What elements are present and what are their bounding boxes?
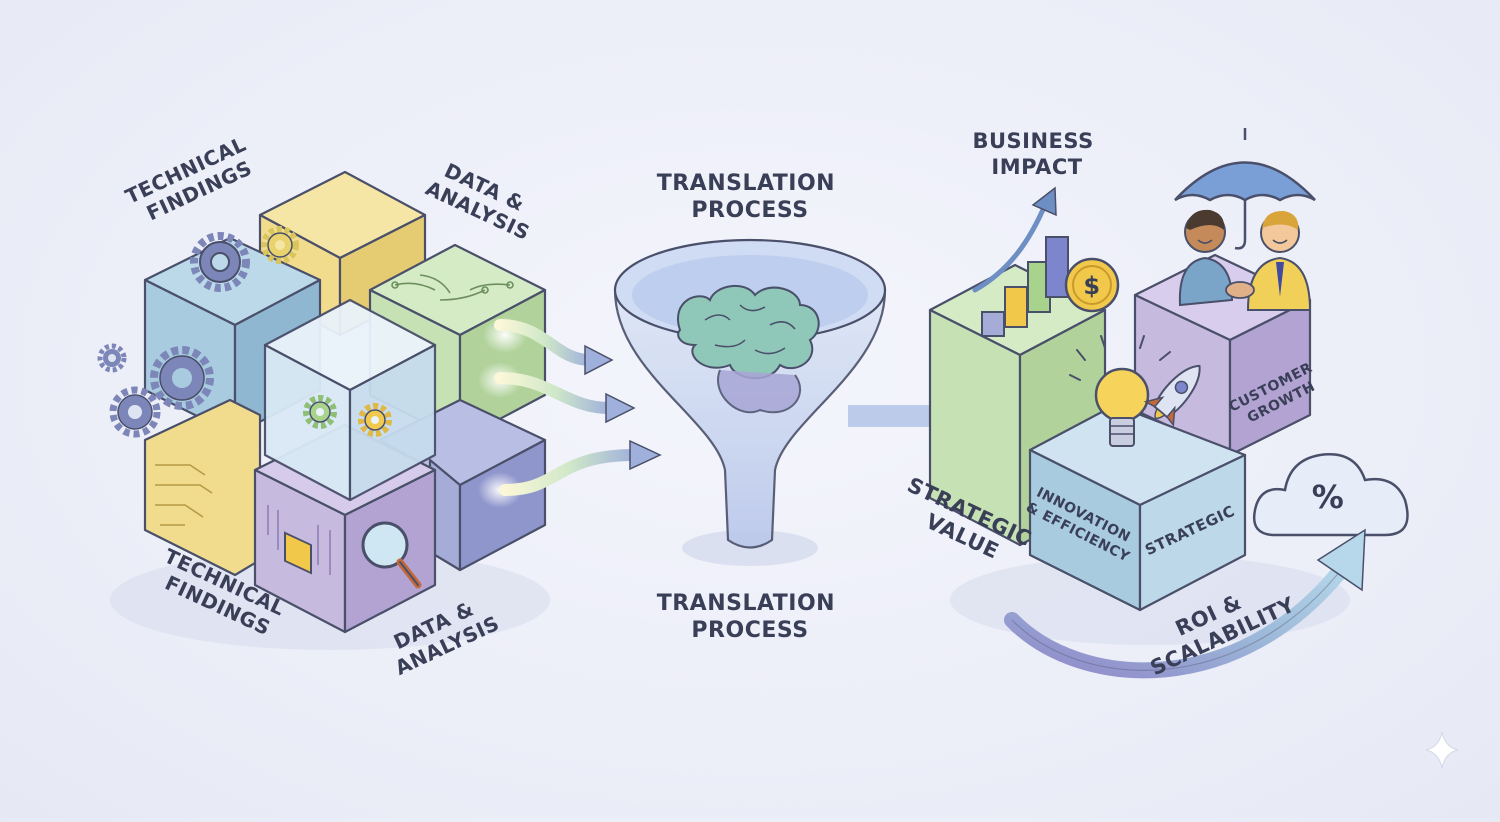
coin-symbol: $ xyxy=(1083,272,1100,300)
handshake-icon xyxy=(1225,281,1255,299)
cloud-icon: % xyxy=(1252,453,1409,537)
cube-yellow-circuit xyxy=(143,398,262,577)
sparkle-icon xyxy=(1425,731,1459,769)
roi-growth-arrow xyxy=(1004,528,1366,679)
brain-icon xyxy=(677,284,820,414)
label-translation-bottom: TRANSLATION PROCESS xyxy=(657,591,844,643)
gear-icon xyxy=(190,232,250,292)
translation-funnel xyxy=(613,238,887,566)
rocket-icon xyxy=(1143,364,1201,427)
person-right-icon xyxy=(1246,210,1312,311)
label-technical-findings-top: TECHNICAL FINDINGS xyxy=(122,129,267,231)
label-translation-top: TRANSLATION PROCESS xyxy=(657,171,844,223)
input-arrows xyxy=(478,317,662,508)
coin-icon: $ xyxy=(1064,257,1120,313)
cube-innovation xyxy=(1028,403,1247,612)
trend-arrow-icon xyxy=(972,186,1057,293)
cube-glass-center xyxy=(263,298,437,502)
gear-icon xyxy=(97,343,127,373)
gear-icon xyxy=(303,395,337,429)
gear-icon xyxy=(150,346,214,410)
lightbulb-icon xyxy=(1069,335,1171,447)
gear-icon xyxy=(261,226,299,264)
bar-chart-icon xyxy=(981,236,1069,337)
label-business-impact: BUSINESS IMPACT xyxy=(972,129,1101,179)
right-cube-cluster: $ xyxy=(928,128,1409,679)
gear-icon xyxy=(358,403,392,437)
person-left-icon xyxy=(1178,209,1234,307)
percent-symbol: % xyxy=(1312,478,1345,516)
label-data-analysis-top: DATA & ANALYSIS xyxy=(422,154,544,245)
magnifier-icon xyxy=(361,521,422,589)
gear-icon xyxy=(109,386,161,438)
umbrella-icon xyxy=(1174,128,1316,250)
